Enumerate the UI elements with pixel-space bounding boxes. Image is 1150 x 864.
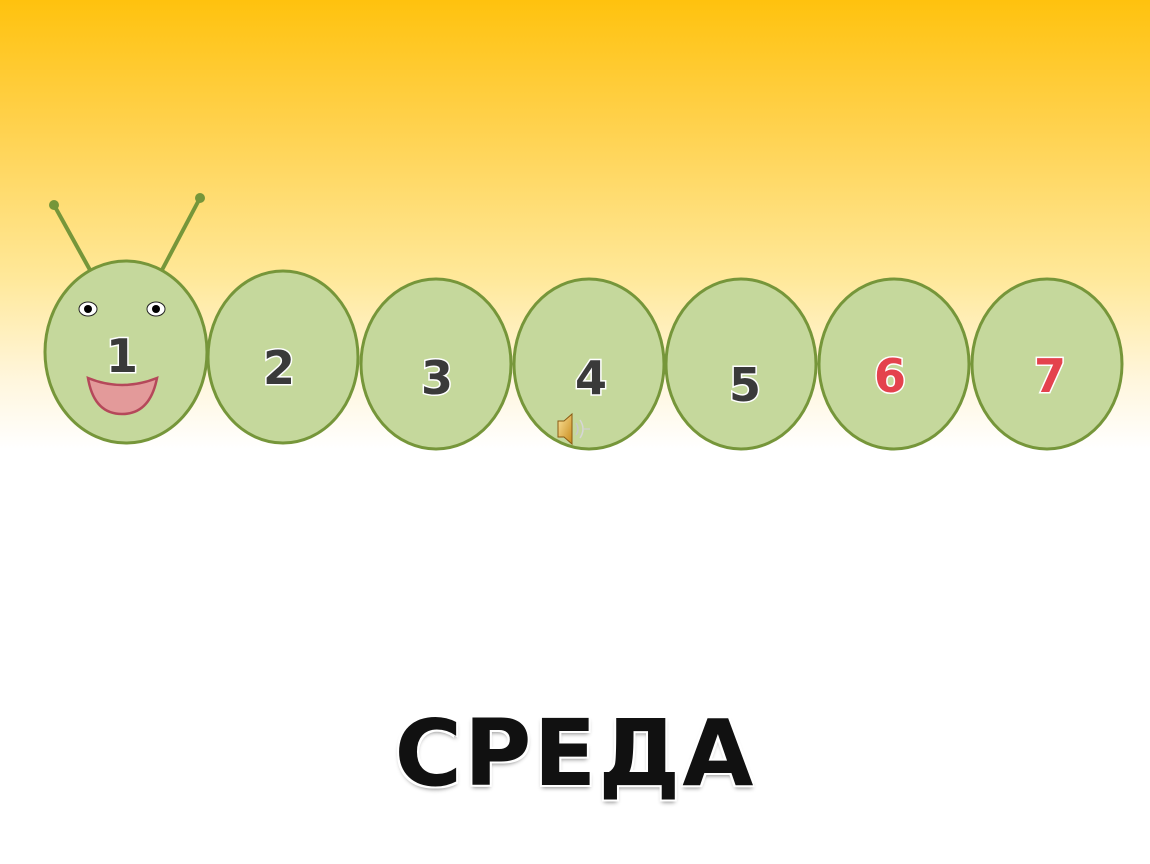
segment-7-number: 7 — [1034, 349, 1066, 403]
left-pupil — [84, 305, 92, 313]
right-antenna — [160, 197, 202, 271]
segment-2-number: 2 — [263, 341, 295, 395]
segment-numbers: 1 2 3 4 5 6 7 — [104, 328, 1067, 414]
left-antenna-tip — [49, 200, 59, 210]
speaker-icon[interactable] — [557, 412, 590, 446]
segment-1-number: 1 — [106, 329, 138, 383]
segment-3-body[interactable] — [359, 277, 513, 451]
segment-3-number: 3 — [421, 351, 453, 405]
segment-6-number: 6 — [874, 349, 906, 403]
segment-4-number: 4 — [575, 351, 607, 405]
antennae — [49, 193, 205, 271]
segments — [43, 259, 1124, 451]
day-of-week-word: СРЕДА — [394, 700, 756, 807]
sound-wave-2 — [579, 419, 584, 439]
right-antenna-tip — [195, 193, 205, 203]
segment-5-number: 5 — [729, 358, 761, 412]
left-antenna — [52, 204, 92, 271]
face — [78, 301, 166, 416]
smile-mouth — [86, 375, 159, 416]
right-pupil — [152, 305, 160, 313]
speaker-body — [557, 412, 573, 446]
sound-wave-1 — [575, 422, 579, 436]
segment-4-body[interactable] — [512, 277, 666, 451]
segment-7-body[interactable] — [970, 277, 1124, 451]
segment-6-body[interactable] — [817, 277, 971, 451]
segment-5-body[interactable] — [664, 277, 818, 451]
